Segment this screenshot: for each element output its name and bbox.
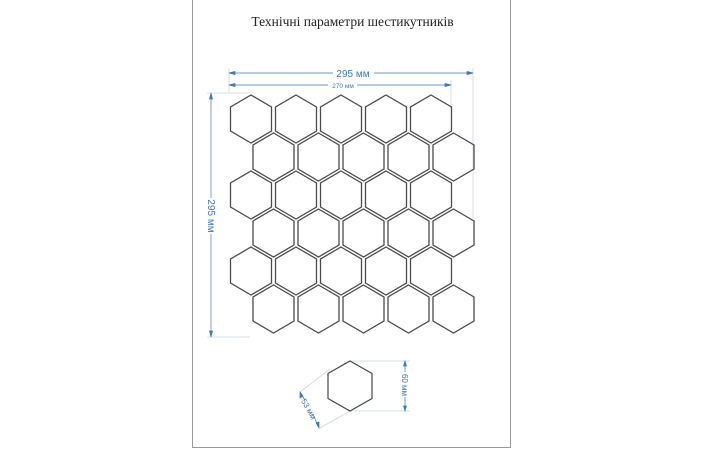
tile-side-label: 53 мм xyxy=(299,397,318,421)
hexagon-tile xyxy=(387,132,430,182)
hexagon-tile xyxy=(364,170,408,220)
hexagon-tile xyxy=(409,94,453,144)
hexagon-tile xyxy=(387,284,430,334)
hexagon-tile xyxy=(274,246,318,296)
extension-lines xyxy=(207,68,474,429)
hexagon-tile xyxy=(297,132,340,182)
hexagon-tile xyxy=(252,284,295,334)
hexagon-tile xyxy=(342,284,385,334)
dimension-lines xyxy=(209,71,474,430)
page-title: Технічні параметри шестикутників xyxy=(251,14,454,29)
hexagon-tile xyxy=(342,208,385,258)
hexagon-tile xyxy=(319,246,363,296)
hexagon-tile xyxy=(274,94,318,144)
hexagon-tile xyxy=(409,246,453,296)
document-page xyxy=(192,0,511,448)
tile-height-label: 60 мм xyxy=(400,374,409,396)
hexagon-tile xyxy=(252,132,295,182)
hexagon-tile xyxy=(297,284,340,334)
hexagon-tile xyxy=(229,246,273,296)
hexagon-tile xyxy=(274,170,318,220)
hexagon-tile xyxy=(229,170,273,220)
hexagon-tile xyxy=(252,208,295,258)
hexagon-tile xyxy=(432,284,475,334)
hexagon-grid xyxy=(229,94,475,334)
hexagon-tile xyxy=(432,132,475,182)
hexagon-tile xyxy=(432,208,475,258)
hexagon-tile xyxy=(364,246,408,296)
hexagon-tile xyxy=(319,170,363,220)
hexagon-tile xyxy=(297,208,340,258)
hexagon-tile xyxy=(327,360,373,412)
inner-width-label: 270 мм xyxy=(332,83,354,90)
hexagon-tile xyxy=(342,132,385,182)
overall-height-label: 295 мм xyxy=(205,199,216,232)
overall-width-label: 295 мм xyxy=(336,69,369,80)
single-hexagon-tile xyxy=(327,360,373,412)
hexagon-tile xyxy=(409,170,453,220)
hexagon-tile xyxy=(364,94,408,144)
hexagon-tile xyxy=(229,94,273,144)
hexagon-tile xyxy=(319,94,363,144)
hexagon-tile xyxy=(387,208,430,258)
